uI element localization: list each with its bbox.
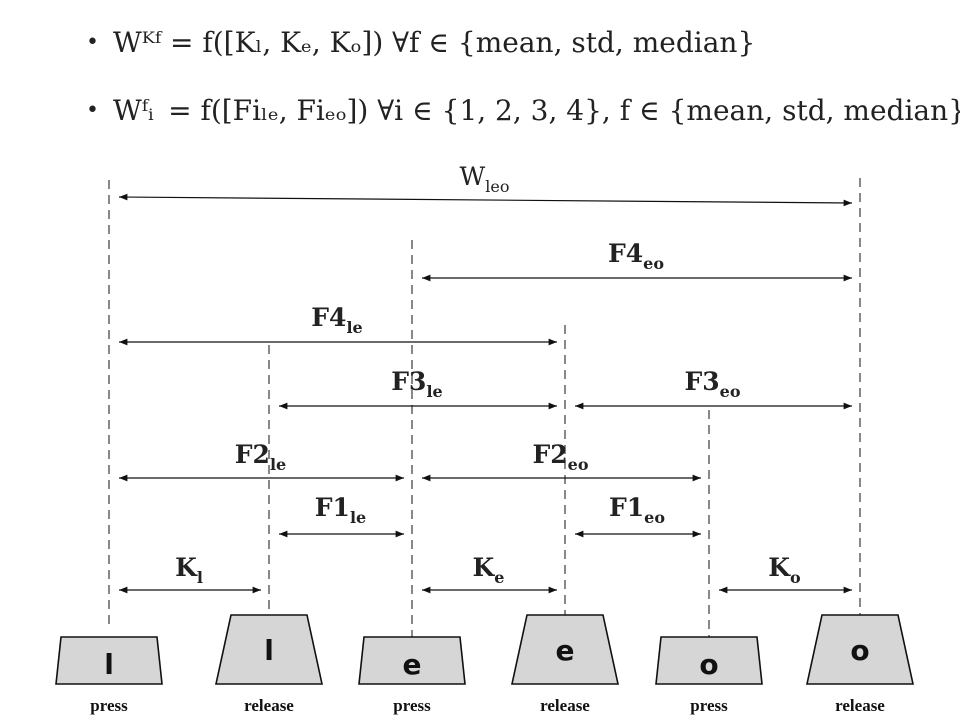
keycap-letter: o <box>699 648 718 681</box>
bullet-icon: • <box>86 30 99 55</box>
formula-window-k: • Wᴷᶠ = f([Kₗ, Kₑ, Kₒ]) ∀f ∈ {mean, std, … <box>86 26 755 59</box>
keycap-e-press <box>358 636 466 685</box>
keycap-letter: e <box>403 648 422 681</box>
key-event-caption: release <box>835 696 885 715</box>
key-event-caption: press <box>393 696 431 715</box>
interval-label: F4eo <box>608 239 664 273</box>
keycap-e-release <box>511 614 619 685</box>
key-event-caption: press <box>690 696 728 715</box>
interval-arrow <box>118 193 853 207</box>
interval-label: F3eo <box>684 367 740 401</box>
interval-label: F3le <box>391 367 442 401</box>
formula-text: Wᴷᶠ = f([Kₗ, Kₑ, Kₒ]) ∀f ∈ {mean, std, m… <box>112 26 756 59</box>
interval-label: Wleo <box>460 162 510 196</box>
keycap-o-release <box>806 614 914 685</box>
keycap-o-press <box>655 636 763 685</box>
interval-label: F1le <box>315 493 366 527</box>
interval-label: F2eo <box>532 440 588 474</box>
formula-window-fi: • Wᶠᵢ = f([Fiₗₑ, Fiₑₒ]) ∀i ∈ {1, 2, 3, 4}… <box>86 94 960 127</box>
keycap-letter: o <box>850 634 869 667</box>
key-event-caption: release <box>540 696 590 715</box>
interval-label: F1eo <box>609 493 665 527</box>
interval-label: Kl <box>175 553 203 587</box>
interval-label: F2le <box>235 440 286 474</box>
interval-label: F4le <box>311 303 362 337</box>
bullet-icon: • <box>86 98 99 123</box>
formula-text: Wᶠᵢ = f([Fiₗₑ, Fiₑₒ]) ∀i ∈ {1, 2, 3, 4},… <box>112 94 960 127</box>
interval-label: Ko <box>768 553 801 587</box>
keycap-l-press <box>55 636 163 685</box>
keycap-letter: l <box>104 648 114 681</box>
keycap-l-release <box>215 614 323 685</box>
keycap-letter: e <box>556 634 575 667</box>
key-event-caption: release <box>244 696 294 715</box>
interval-label: Ke <box>473 553 505 587</box>
keycap-letter: l <box>264 634 274 667</box>
key-event-caption: press <box>90 696 128 715</box>
